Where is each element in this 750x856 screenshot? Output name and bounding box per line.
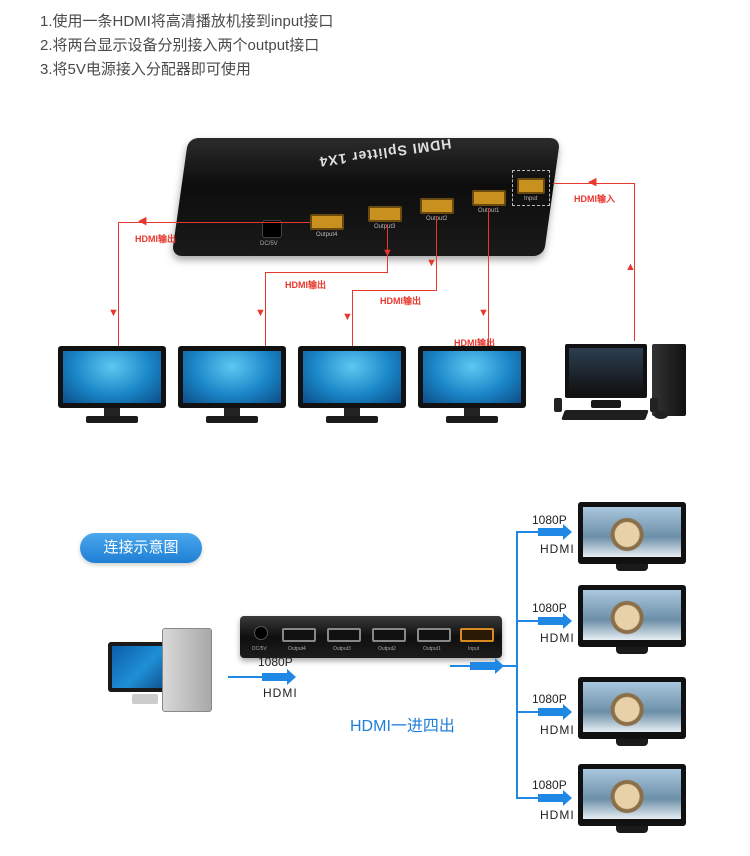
output4-port: [310, 214, 344, 230]
port-label: Output2: [378, 646, 396, 652]
port-label: Output3: [374, 224, 395, 230]
instructions: 1.使用一条HDMI将高清播放机接到input接口 2.将两台显示设备分别接入两…: [40, 10, 333, 82]
signal-label: HDMI: [263, 686, 298, 700]
connector-line: [436, 216, 437, 290]
input-port: [460, 628, 494, 642]
output4-port: [282, 628, 316, 642]
output3-port: [368, 206, 402, 222]
connector-line: [516, 531, 538, 533]
resolution-label: 1080P: [532, 513, 567, 527]
arrow-up-icon: ▲: [625, 262, 636, 273]
pc-monitor: [565, 344, 647, 410]
signal-label: HDMI: [540, 631, 575, 645]
connector-line: [118, 222, 119, 346]
signal-label: HDMI: [540, 808, 575, 822]
monitor-3: [298, 346, 406, 426]
resolution-label: 1080P: [258, 655, 293, 669]
hdmi-output-label: HDMI输出: [285, 278, 326, 291]
instruction-line: 1.使用一条HDMI将高清播放机接到input接口: [40, 10, 333, 34]
hdmi-output-label: HDMI输出: [380, 294, 421, 307]
dc-label: DC/5V: [252, 646, 267, 652]
port-label: Output1: [423, 646, 441, 652]
arrow-down-icon: ▼: [342, 312, 353, 323]
arrow-down-icon: ▼: [255, 308, 266, 319]
port-label: Input: [468, 646, 479, 652]
mouse: [654, 411, 668, 419]
speaker: [554, 398, 562, 412]
connection-diagram-badge: 连接示意图: [80, 533, 202, 563]
source-pc-tower: [162, 628, 212, 712]
display-tv-2: [578, 585, 686, 655]
input-port-label: Input: [524, 196, 537, 202]
arrow-down-icon: ▼: [382, 248, 393, 259]
output2-port: [420, 198, 454, 214]
arrow-right-icon: [538, 528, 564, 536]
connector-line: [516, 711, 538, 713]
arrow-left-icon: ◀: [588, 177, 596, 188]
output1-port: [417, 628, 451, 642]
arrow-right-icon: [262, 673, 288, 681]
monitor-1: [58, 346, 166, 426]
display-tv-4: [578, 764, 686, 834]
connector-line: [228, 676, 262, 678]
monitor-2: [178, 346, 286, 426]
signal-label: HDMI: [540, 723, 575, 737]
hdmi-input-label: HDMI输入: [574, 192, 615, 205]
input-port: [517, 178, 545, 194]
resolution-label: 1080P: [532, 692, 567, 706]
keyboard: [561, 410, 649, 420]
display-tv-1: [578, 502, 686, 572]
arrow-down-icon: ▼: [426, 258, 437, 269]
signal-label: HDMI: [540, 542, 575, 556]
hdmi-splitter-device-front: Output4 Output3 Output2 Output1 Input DC…: [240, 616, 502, 658]
arrow-down-icon: ▼: [108, 308, 119, 319]
arrow-right-icon: [538, 794, 564, 802]
resolution-label: 1080P: [532, 601, 567, 615]
instruction-line: 2.将两台显示设备分别接入两个output接口: [40, 34, 333, 58]
hdmi-output-label: HDMI输出: [135, 232, 176, 245]
port-label: Output4: [288, 646, 306, 652]
arrow-right-icon: [538, 617, 564, 625]
output1-port: [472, 190, 506, 206]
monitor-4: [418, 346, 526, 426]
connector-line: [352, 290, 437, 291]
output2-port: [372, 628, 406, 642]
connector-line: [516, 797, 538, 799]
connector-line: [118, 222, 310, 223]
arrow-left-icon: ◀: [138, 216, 146, 227]
speaker: [650, 398, 658, 412]
connector-line: [450, 665, 518, 667]
port-label: Output4: [316, 232, 337, 238]
dc-power-port: [254, 626, 268, 640]
output3-port: [327, 628, 361, 642]
instruction-line: 3.将5V电源接入分配器即可使用: [40, 58, 333, 82]
caption: HDMI一进四出: [350, 712, 455, 736]
connector-line: [516, 620, 538, 622]
connector-line: [516, 531, 518, 799]
arrow-right-icon: [538, 708, 564, 716]
resolution-label: 1080P: [532, 778, 567, 792]
dc-label: DC/5V: [260, 241, 278, 247]
arrow-down-icon: ▼: [478, 308, 489, 319]
port-label: Output3: [333, 646, 351, 652]
display-tv-3: [578, 677, 686, 747]
connector-line: [488, 208, 489, 346]
connector-line: [265, 272, 388, 273]
